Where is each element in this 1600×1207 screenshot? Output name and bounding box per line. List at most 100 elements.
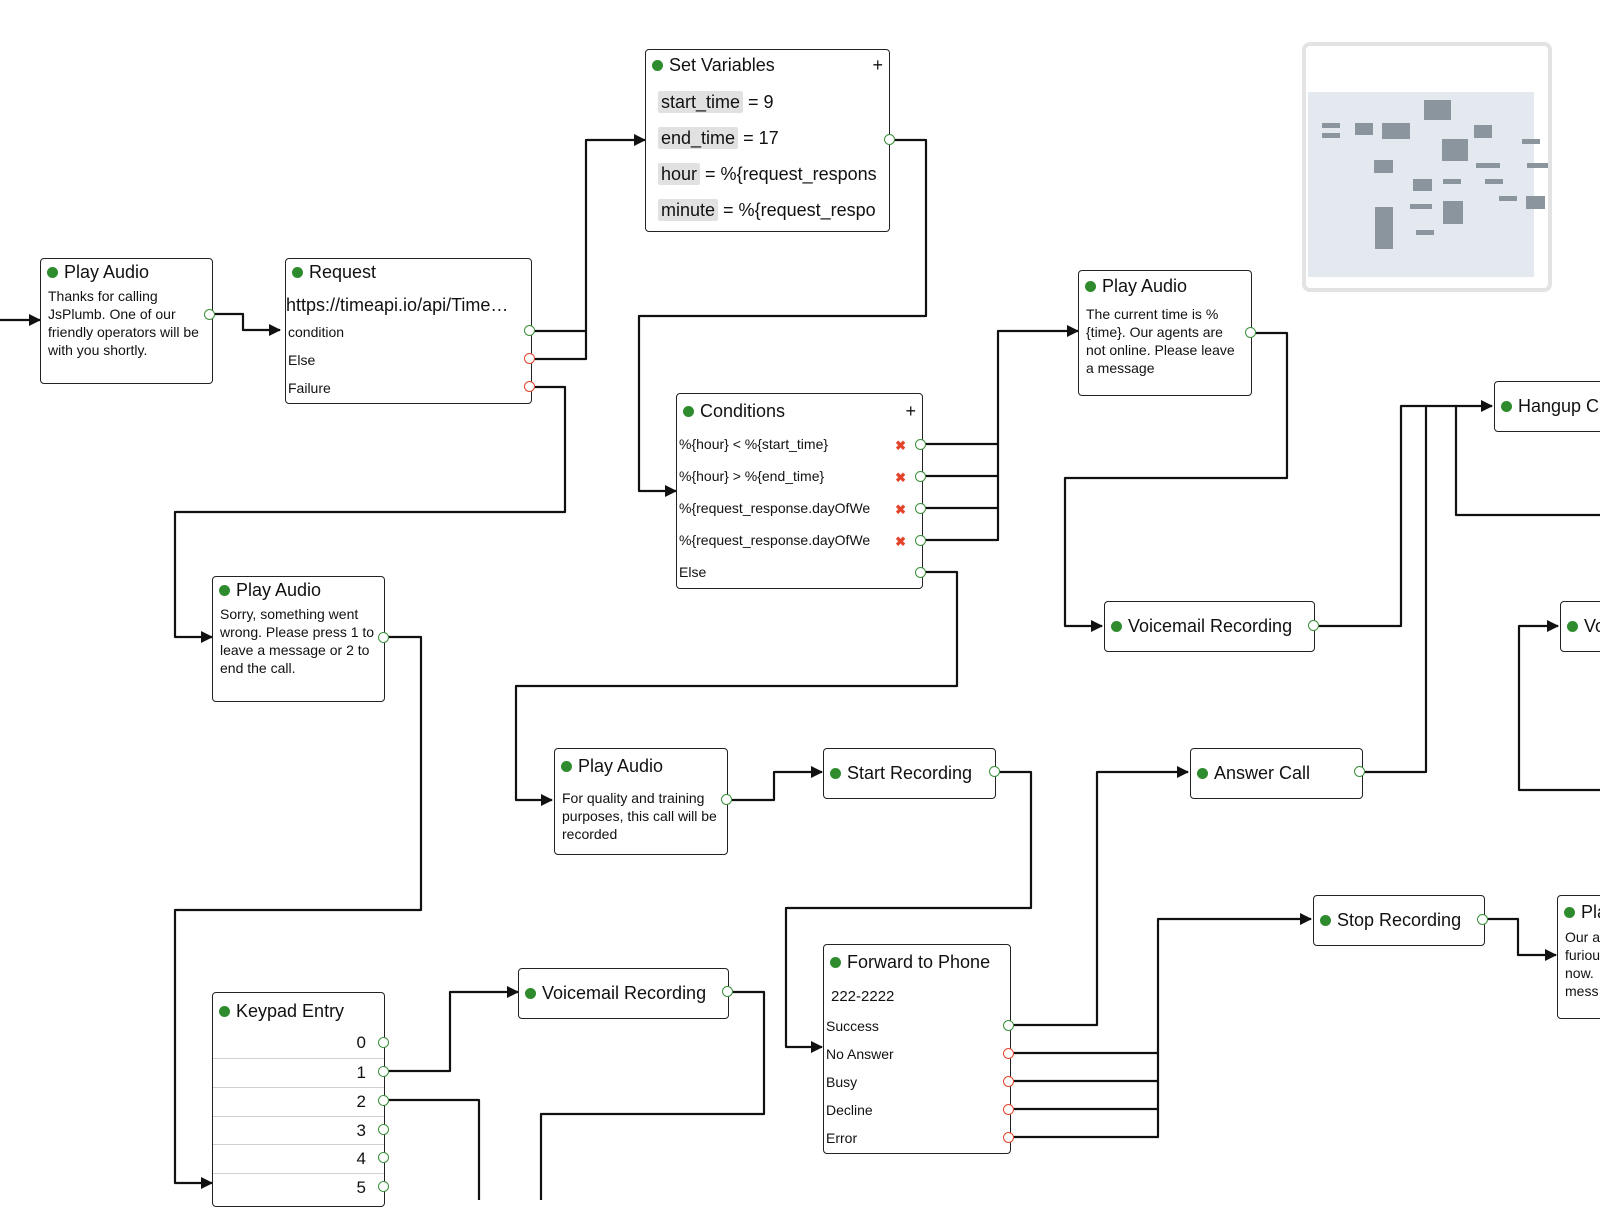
- output-port-else[interactable]: [915, 567, 926, 578]
- node-header[interactable]: Play Audio: [555, 749, 727, 783]
- keypad-option[interactable]: 5: [213, 1173, 384, 1200]
- node-voicemail-recording-2[interactable]: Voicemail Recording: [518, 968, 729, 1019]
- minimap-node: [1424, 100, 1451, 120]
- forward-error-row: Error: [826, 1130, 858, 1146]
- node-voicemail-recording-edge[interactable]: Vo: [1560, 601, 1600, 652]
- output-port[interactable]: [721, 794, 732, 805]
- node-conditions[interactable]: Conditions+ %{hour} < %{start_time} ✖ %{…: [676, 393, 923, 589]
- node-header[interactable]: Stop Recording: [1314, 896, 1484, 944]
- node-message: Our a furiou now. mess: [1565, 929, 1600, 999]
- output-port[interactable]: [722, 986, 733, 997]
- node-header[interactable]: Start Recording: [824, 749, 995, 797]
- keypad-option[interactable]: 1: [213, 1058, 384, 1085]
- output-port-condition-2[interactable]: [915, 471, 926, 482]
- output-port[interactable]: [989, 766, 1000, 777]
- node-keypad-entry[interactable]: Keypad Entry 0 1 2 3 4 5: [212, 992, 385, 1207]
- output-port-no-answer[interactable]: [1003, 1048, 1014, 1059]
- output-port-success[interactable]: [1003, 1020, 1014, 1031]
- node-set-variables[interactable]: Set Variables+ start_time = 9 end_time =…: [645, 49, 890, 232]
- node-play-audio-welcome[interactable]: Play Audio Thanks for calling JsPlumb. O…: [40, 258, 213, 384]
- node-stop-recording[interactable]: Stop Recording: [1313, 895, 1485, 946]
- node-header[interactable]: Forward to Phone: [824, 945, 1010, 979]
- output-port[interactable]: [1245, 327, 1256, 338]
- condition-row[interactable]: %{hour} > %{end_time}: [679, 468, 825, 484]
- output-port-condition-1[interactable]: [915, 439, 926, 450]
- node-header[interactable]: Keypad Entry: [213, 993, 384, 1029]
- output-port-key-1[interactable]: [378, 1066, 389, 1077]
- node-forward-to-phone[interactable]: Forward to Phone 222-2222 Success No Ans…: [823, 944, 1011, 1154]
- node-title: Pla: [1581, 901, 1600, 922]
- keypad-option[interactable]: 0: [356, 1033, 366, 1052]
- keypad-option[interactable]: 3: [213, 1116, 384, 1143]
- output-port-condition-3[interactable]: [915, 503, 926, 514]
- remove-condition-icon[interactable]: ✖: [895, 470, 906, 485]
- variable-row[interactable]: hour = %{request_respons: [658, 163, 877, 185]
- node-voicemail-recording[interactable]: Voicemail Recording: [1104, 601, 1315, 652]
- node-play-audio-edge[interactable]: Pla Our a furiou now. mess: [1557, 895, 1600, 1019]
- output-port-condition-4[interactable]: [915, 535, 926, 546]
- node-title: Play Audio: [578, 755, 664, 776]
- wire-start-recording-to-forward: [784, 770, 1033, 1053]
- wire-voicemail2-offscreen: [539, 990, 766, 1200]
- remove-condition-icon[interactable]: ✖: [895, 534, 906, 549]
- node-header[interactable]: Vo: [1561, 602, 1600, 650]
- variable-row[interactable]: end_time = 17: [658, 127, 779, 149]
- remove-condition-icon[interactable]: ✖: [895, 502, 906, 517]
- variable-row[interactable]: minute = %{request_respo: [658, 199, 876, 221]
- node-header[interactable]: Play Audio: [1079, 271, 1251, 301]
- add-condition-button[interactable]: +: [905, 400, 916, 421]
- condition-row[interactable]: %{request_response.dayOfWe: [679, 532, 871, 548]
- node-answer-call[interactable]: Answer Call: [1190, 748, 1363, 799]
- output-port[interactable]: [1354, 766, 1365, 777]
- output-port-error[interactable]: [1003, 1132, 1014, 1143]
- output-port-key-3[interactable]: [378, 1124, 389, 1135]
- wire-setvars-to-conditions: [637, 138, 928, 497]
- wire-forward-decline: [1008, 1081, 1160, 1111]
- output-port-decline[interactable]: [1003, 1104, 1014, 1115]
- node-title: Forward to Phone: [847, 951, 991, 972]
- condition-row[interactable]: %{hour} < %{start_time}: [679, 436, 829, 452]
- status-dot: [830, 767, 841, 779]
- add-variable-button[interactable]: +: [872, 54, 883, 75]
- node-start-recording[interactable]: Start Recording: [823, 748, 996, 799]
- output-port-condition[interactable]: [524, 325, 535, 336]
- output-port-key-4[interactable]: [378, 1152, 389, 1163]
- output-port-failure[interactable]: [524, 381, 535, 392]
- output-port-key-2[interactable]: [378, 1095, 389, 1106]
- minimap-node: [1355, 123, 1373, 135]
- node-header[interactable]: Conditions+: [677, 394, 922, 428]
- minimap[interactable]: [1302, 42, 1552, 292]
- node-request[interactable]: Request https://timeapi.io/api/Time… con…: [285, 258, 532, 404]
- condition-row[interactable]: %{request_response.dayOfWe: [679, 500, 871, 516]
- output-port[interactable]: [884, 134, 895, 145]
- node-play-audio-closed[interactable]: Play Audio The current time is %{time}. …: [1078, 270, 1252, 396]
- variable-value: = 9: [748, 92, 774, 112]
- wire-request-failure-to-error-audio: [173, 385, 567, 643]
- variable-row[interactable]: start_time = 9: [658, 91, 774, 113]
- output-port[interactable]: [1308, 620, 1319, 631]
- output-port-key-5[interactable]: [378, 1181, 389, 1192]
- remove-condition-icon[interactable]: ✖: [895, 438, 906, 453]
- node-header[interactable]: Pla: [1558, 896, 1600, 928]
- node-hangup[interactable]: Hangup C: [1494, 381, 1600, 432]
- keypad-option[interactable]: 2: [213, 1087, 384, 1114]
- keypad-option[interactable]: 4: [213, 1144, 384, 1171]
- output-port[interactable]: [204, 309, 215, 320]
- node-header[interactable]: Voicemail Recording: [1105, 602, 1314, 650]
- output-port-busy[interactable]: [1003, 1076, 1014, 1087]
- node-header[interactable]: Request: [286, 259, 531, 285]
- node-header[interactable]: Answer Call: [1191, 749, 1362, 797]
- wire-forward-fail-to-stop: [1008, 913, 1312, 1055]
- node-play-audio-quality[interactable]: Play Audio For quality and training purp…: [554, 748, 728, 855]
- node-header[interactable]: Set Variables+: [646, 50, 889, 80]
- output-port-key-0[interactable]: [378, 1037, 389, 1048]
- output-port[interactable]: [378, 632, 389, 643]
- node-header[interactable]: Play Audio: [213, 577, 384, 603]
- node-header[interactable]: Voicemail Recording: [519, 969, 728, 1017]
- node-header[interactable]: Hangup C: [1495, 382, 1600, 430]
- wire-condelse-to-quality-audio: [514, 570, 959, 806]
- node-header[interactable]: Play Audio: [41, 259, 212, 285]
- node-play-audio-error[interactable]: Play Audio Sorry, something went wrong. …: [212, 576, 385, 702]
- output-port-else[interactable]: [524, 353, 535, 364]
- output-port[interactable]: [1477, 914, 1488, 925]
